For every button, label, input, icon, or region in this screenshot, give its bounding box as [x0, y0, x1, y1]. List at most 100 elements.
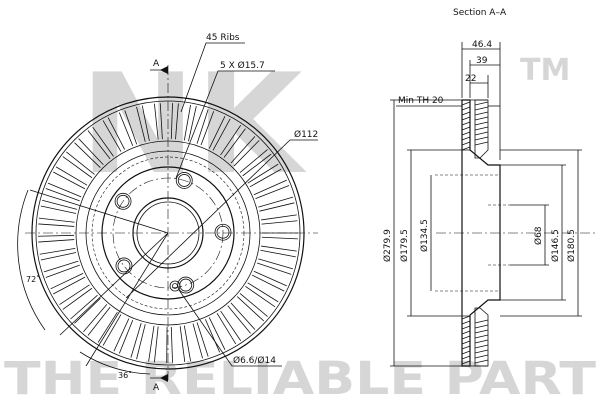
hatch-line: [474, 126, 489, 131]
hatch-line: [461, 330, 471, 335]
hatch-line: [461, 111, 471, 116]
rib-line: [260, 249, 296, 258]
small-hole-outer: [169, 280, 181, 292]
dim-179-5: Ø179.5: [399, 229, 410, 262]
rib-line: [256, 262, 292, 275]
section-marker-top: A: [153, 59, 160, 69]
rib-line: [92, 126, 114, 157]
hatch-line: [474, 329, 489, 334]
rib-line: [159, 103, 163, 140]
hatch-line: [461, 325, 471, 330]
hatch-line: [461, 101, 471, 106]
holes-leader: [175, 70, 275, 179]
hub-label: Ø112: [294, 129, 318, 140]
bolt-hole: [216, 225, 230, 239]
rib-line: [66, 151, 95, 175]
rib-line: [74, 142, 101, 168]
rib-line: [179, 326, 186, 362]
hatch-line: [461, 121, 471, 126]
dim-68: Ø68: [533, 226, 544, 245]
rib-line: [196, 322, 209, 357]
hatch-line: [474, 344, 489, 349]
dim-146-5: Ø146.5: [550, 229, 561, 262]
rib-line: [223, 128, 246, 158]
hatch-line: [461, 126, 471, 131]
hatch-line: [461, 315, 471, 320]
hatch-line: [461, 355, 471, 360]
rib-line: [70, 294, 98, 320]
rib-line: [236, 296, 264, 322]
bolt-hole: [177, 174, 191, 187]
rib-line: [62, 287, 93, 310]
angle-72-label: 72˚: [26, 274, 40, 284]
rib-line: [45, 188, 80, 202]
rib-line: [74, 298, 101, 324]
rib-line: [136, 324, 146, 360]
rib-line: [141, 105, 150, 141]
rib-line: [188, 106, 197, 142]
rib-line: [102, 120, 122, 152]
hatch-line: [474, 349, 489, 354]
rib-line: [40, 205, 77, 214]
dim-180-5: Ø180.5: [566, 229, 577, 262]
rib-line: [97, 311, 118, 343]
rib-line: [118, 112, 134, 146]
angle-72-line-b: [59, 232, 169, 336]
bolt-holes: [114, 172, 232, 294]
rib-line: [245, 286, 276, 308]
hatch-line: [461, 106, 471, 111]
hatch-line: [461, 360, 471, 365]
bolt-hole: [116, 194, 130, 208]
ribs-label: 45 Ribs: [206, 33, 240, 43]
hatch-line: [474, 334, 489, 339]
hatch-line: [474, 339, 489, 344]
rib-line: [38, 234, 75, 237]
hatch-line: [474, 131, 489, 136]
section-title: Section A–A: [453, 8, 507, 18]
rib-line: [170, 326, 173, 363]
rib-line: [38, 217, 75, 223]
rib-line: [107, 117, 126, 150]
dim-279-9: Ø279.9: [382, 229, 393, 262]
dim-46-4: 46.4: [472, 40, 492, 50]
rib-line: [261, 214, 297, 221]
small-hole-inner: [172, 283, 178, 289]
rib-line: [192, 323, 203, 359]
rib-line: [255, 185, 290, 200]
rib-line: [208, 115, 226, 149]
vent-ribs: [38, 103, 298, 363]
hatch-line: [461, 131, 471, 136]
hub-leader: [125, 139, 318, 299]
rib-line: [242, 153, 272, 177]
rib-line: [227, 305, 251, 334]
rib-line: [59, 284, 90, 305]
hatch-line: [474, 136, 489, 141]
rib-line: [220, 310, 242, 341]
rib-line: [230, 136, 256, 164]
rib-line: [183, 325, 191, 362]
rib-line: [233, 140, 260, 167]
hatch-line: [474, 106, 489, 111]
rib-line: [154, 103, 159, 140]
rib-line: [87, 130, 111, 160]
rib-line: [175, 103, 179, 140]
rib-line: [102, 314, 122, 346]
angle-36-label: 36˚: [118, 370, 132, 380]
dim-39: 39: [476, 56, 488, 66]
rib-line: [247, 282, 279, 303]
rib-line: [220, 125, 242, 156]
rib-line: [62, 156, 93, 179]
watermark-brand: NK: [80, 44, 307, 205]
rib-line: [259, 202, 295, 212]
hatch-line: [461, 141, 471, 146]
bolt-hole: [117, 259, 131, 273]
rib-line: [239, 293, 268, 317]
rib-line: [253, 179, 287, 196]
dim-134-5: Ø134.5: [419, 219, 430, 252]
rib-line: [247, 163, 279, 184]
disc-front-view: A A 45 Ribs 5 X Ø15.7 Ø112 Ø6.6/Ø14 72˚ …: [17, 33, 318, 393]
rib-line: [42, 199, 78, 210]
hatch-line: [474, 111, 489, 116]
rib-line: [261, 236, 298, 240]
